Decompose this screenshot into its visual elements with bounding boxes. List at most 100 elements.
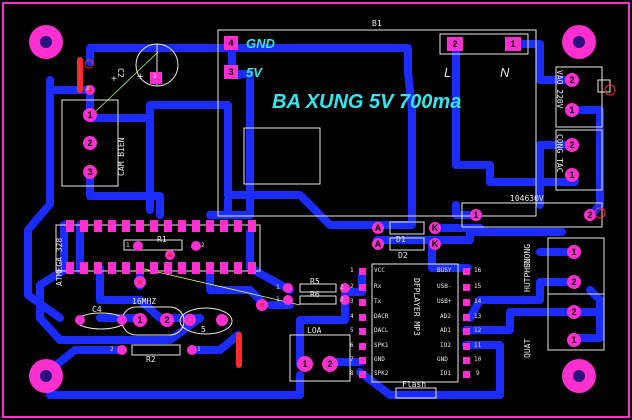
pad-number: 2: [87, 138, 93, 148]
ic-pin-number: 11: [474, 342, 482, 349]
trace: [36, 221, 204, 344]
atmega-pins: [66, 220, 256, 274]
label-r2: R2: [146, 355, 156, 364]
pad-number: 1: [302, 359, 308, 369]
pad-number: 1: [276, 284, 280, 291]
pin-pad: [108, 220, 116, 232]
pad: [565, 103, 579, 117]
pin-pad: [192, 262, 200, 274]
ic-pin-label: SPK1: [374, 342, 389, 349]
pad: [505, 37, 521, 51]
power-module-heatsink: [243, 127, 321, 185]
pad: [187, 345, 197, 355]
pad: [565, 138, 579, 152]
trace: [356, 341, 504, 399]
pin-pad: [122, 220, 130, 232]
label-cam-bien: CAM BIEN: [117, 137, 126, 176]
guide-line: [91, 51, 159, 116]
pad-number: 2: [587, 210, 593, 220]
ic-pin-number: 16: [474, 267, 482, 274]
pad: [184, 314, 196, 326]
trace: [373, 236, 472, 272]
pad: [133, 241, 143, 251]
pad-number: 2: [164, 315, 170, 325]
resistor-r6-body: [299, 295, 337, 305]
resistor-r2-body: [131, 344, 181, 356]
ic-pin-label: IO2: [440, 342, 451, 349]
label-d2: D2: [398, 251, 408, 260]
label-crystal: 16MHZ: [132, 297, 157, 306]
pin-pad: [206, 262, 214, 274]
ic-pin-label: DACR: [374, 313, 389, 320]
ic-pin-number: 5: [350, 327, 354, 334]
ic-pin-label: VCC: [374, 267, 385, 274]
pad: [567, 305, 581, 319]
pad: [83, 108, 97, 122]
pad-hole: [168, 253, 172, 257]
pad: [447, 37, 463, 51]
pin-pad: [178, 262, 186, 274]
ic-pin-number: 7: [350, 356, 354, 363]
ic-pin-label: USB+: [437, 298, 452, 305]
trace: [96, 264, 204, 322]
pin-pad: [234, 262, 242, 274]
pad: [359, 328, 366, 335]
pad: [224, 65, 238, 79]
pad-number: 2: [571, 277, 577, 287]
label-loa: LOA: [307, 326, 322, 335]
trace: [374, 106, 416, 229]
mounting-hole: [573, 370, 585, 382]
ic-pin-number: 6: [350, 342, 354, 349]
pad-number: 2: [571, 307, 577, 317]
pad: [322, 356, 338, 372]
ic-pin-label: SPK2: [374, 370, 389, 377]
pin-pad: [248, 262, 256, 274]
pad: [216, 314, 228, 326]
pin-pad: [66, 220, 74, 232]
pad: [463, 328, 470, 335]
pad: [117, 345, 127, 355]
connector-cong-tac: [555, 129, 603, 191]
ic-pin-number: 3: [350, 298, 354, 305]
pad-number: 1: [569, 170, 575, 180]
pad: [463, 371, 470, 378]
ring-marker: [84, 59, 94, 69]
pad: [224, 36, 238, 50]
pad: [340, 295, 350, 305]
pad: [429, 238, 441, 250]
label-suong: SUONG: [523, 243, 532, 268]
connector-quat: [547, 293, 605, 351]
pad: [340, 283, 350, 293]
pad-number: K: [431, 223, 439, 233]
pin-pad: [164, 220, 172, 232]
pad-number: 1: [197, 346, 201, 353]
trace: [466, 278, 578, 322]
label-dfplayer: DFPLAYER MP3: [412, 278, 421, 336]
pad-number: K: [431, 239, 439, 249]
pad: [372, 222, 384, 234]
pad: [83, 165, 97, 179]
label-r5: R5: [310, 277, 320, 286]
trace: [296, 288, 349, 369]
pad: [584, 209, 596, 221]
ic-pin-number: 4: [350, 313, 354, 320]
ic-pin-number: 10: [474, 356, 482, 363]
pad: [359, 299, 366, 306]
pad-hole: [260, 303, 264, 307]
pad-number: 2: [340, 296, 344, 303]
pad: [463, 268, 470, 275]
diode-d2-body: [389, 237, 425, 251]
ic-pin-number: 9: [476, 370, 480, 377]
trace: [206, 70, 254, 219]
pad-number: 1: [276, 296, 280, 303]
pad: [117, 315, 127, 325]
flash-outline: [395, 387, 437, 399]
ring-markers: [84, 59, 616, 219]
label-atmega: ATMEGA 328: [55, 237, 64, 286]
ic-pin-number: 2: [350, 283, 354, 290]
pin-pad: [220, 220, 228, 232]
trace: [246, 228, 294, 294]
label-flash: Flash: [402, 380, 427, 389]
